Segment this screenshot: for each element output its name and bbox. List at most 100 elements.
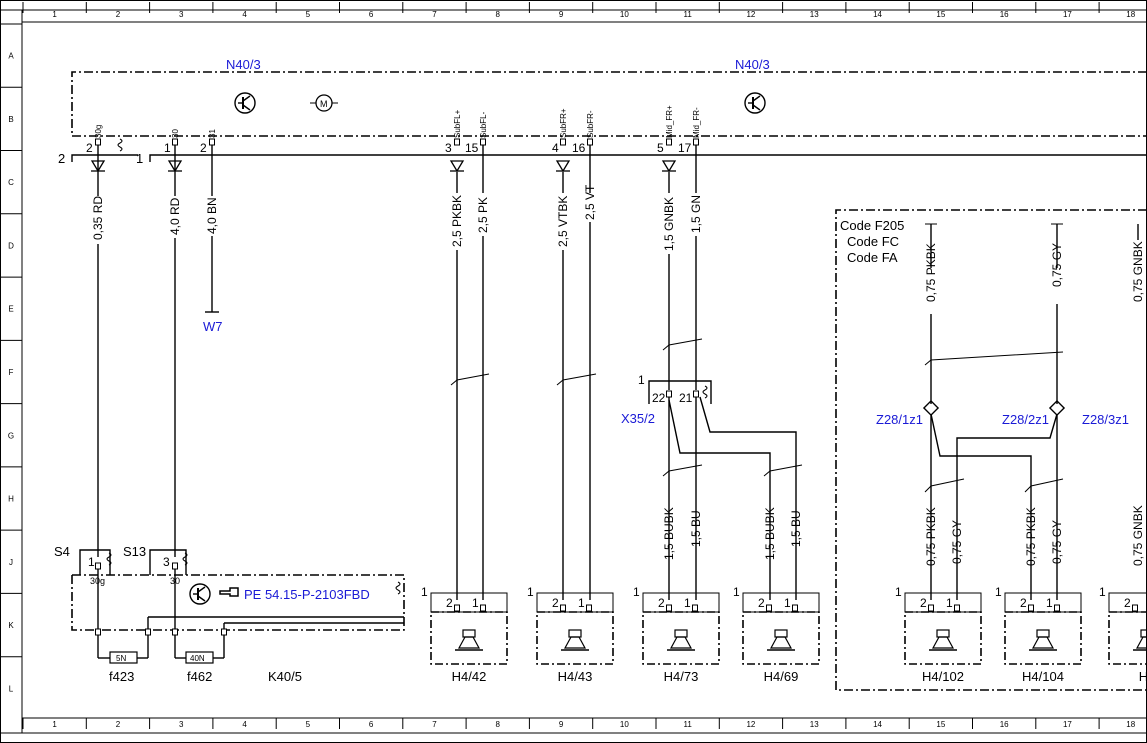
pin-name: SubFR- (586, 110, 595, 138)
wire-label: 1,5 BUBK (662, 507, 676, 560)
pin-number: 3 (163, 555, 170, 569)
pin-number: 2 (200, 141, 207, 155)
speaker-icon (666, 629, 696, 651)
pin-name: 30g (94, 125, 103, 138)
n40-label-left: N40/3 (226, 57, 261, 72)
pin-name: 31 (208, 129, 217, 138)
pin-name: Mid_FR- (692, 107, 701, 138)
w7-label: W7 (203, 319, 223, 334)
grid-column-label: 9 (559, 10, 564, 19)
wire-label: 1,5 GNBK (662, 197, 676, 251)
wire-label: 2,5 PK (476, 197, 490, 233)
pin-number: 22 (652, 391, 666, 405)
connector-number: 1 (995, 585, 1002, 599)
grid-column-label: 15 (936, 10, 945, 19)
z28-2-label: Z28/2z1 (1002, 412, 1049, 427)
pin-number: 1 (638, 373, 645, 387)
grid-column-label: 4 (242, 10, 247, 19)
pin-number: 1 (164, 141, 171, 155)
transistor-icon (189, 583, 211, 605)
wire-label: 0,75 GY (1050, 520, 1064, 564)
f423-label: f423 (109, 669, 134, 684)
pin-number: 2 (1124, 596, 1131, 610)
speaker-label: H4/73 (664, 669, 699, 684)
speaker-label: H4 (1139, 669, 1147, 684)
grid-column-label: 16 (1000, 10, 1009, 19)
grid-column-label: 8 (496, 720, 501, 729)
wire-label: 1,5 GN (689, 195, 703, 233)
code-label: Code FA (847, 250, 898, 265)
pin-number: 2 (86, 141, 93, 155)
speaker-label: H4/43 (558, 669, 593, 684)
pin-number: 15 (465, 141, 479, 155)
pin-number: 1 (784, 596, 791, 610)
wire-label: 2,5 VTBK (556, 196, 570, 247)
connector-number: 1 (895, 585, 902, 599)
pin-number: 2 (552, 596, 559, 610)
grid-row-label: A (8, 52, 14, 61)
grid-column-label: 3 (179, 10, 184, 19)
wire-label: 4,0 BN (205, 197, 219, 234)
grid-column-label: 14 (873, 720, 882, 729)
n40-label-right: N40/3 (735, 57, 770, 72)
connector-number: 1 (527, 585, 534, 599)
speaker-icon (928, 629, 958, 651)
speaker-icon (454, 629, 484, 651)
speaker-label: H4/104 (1022, 669, 1064, 684)
pin-number: 2 (920, 596, 927, 610)
grid-column-label: 9 (559, 720, 564, 729)
pin-number: 16 (572, 141, 586, 155)
grid-column-label: 1 (52, 720, 57, 729)
grid-column-label: 10 (620, 720, 629, 729)
wire-label: 0,75 GNBK (1131, 241, 1145, 302)
z28-3-label: Z28/3z1 (1082, 412, 1129, 427)
connector-number: 1 (733, 585, 740, 599)
grid-column-label: 13 (810, 10, 819, 19)
connector-pins (95, 138, 699, 152)
wire-label: 4,0 RD (168, 197, 182, 235)
grid-column-label: 8 (496, 10, 501, 19)
pin-name: 30g (90, 576, 105, 586)
pointing-hand-icon (219, 587, 239, 597)
grid-column-label: 17 (1063, 10, 1072, 19)
pin-number: 1 (946, 596, 953, 610)
k40-label: K40/5 (268, 669, 302, 684)
pin-name: Mid_FR+ (665, 105, 674, 138)
grid-column-label: 2 (116, 720, 121, 729)
speaker-icon (560, 629, 590, 651)
pin-number: 5 (657, 141, 664, 155)
wire-label: 0,75 GY (950, 520, 964, 564)
grid-column-label: 17 (1063, 720, 1072, 729)
grid-column-label: 1 (52, 10, 57, 19)
n40-unit-box (71, 71, 1147, 137)
grid-column-label: 18 (1126, 10, 1135, 19)
ground-arrow-icon (449, 160, 465, 172)
wire-label: 0,75 GNBK (1131, 505, 1145, 566)
pe-reference-link[interactable]: PE 54.15-P-2103FBD (244, 587, 370, 602)
speaker-label: H4/42 (452, 669, 487, 684)
pin-name: SubFL- (479, 111, 488, 138)
wire-label: 0,75 GY (1050, 243, 1064, 287)
wire-label: 1,5 BU (689, 510, 703, 547)
grid-column-label: 7 (432, 720, 437, 729)
code-box (835, 209, 1147, 691)
wire-label: 2,5 VT (583, 184, 597, 220)
grid-column-label: 7 (432, 10, 437, 19)
wire-label: 2,5 PKBK (450, 195, 464, 247)
grid-column-label: 13 (810, 720, 819, 729)
wire-label: 0,35 RD (91, 196, 105, 240)
grid-column-label: 14 (873, 10, 882, 19)
pin-number: 1 (1046, 596, 1053, 610)
pin-name: 30 (171, 129, 180, 138)
pin-number: 3 (445, 141, 452, 155)
s13-label: S13 (123, 544, 146, 559)
wire-label: 1,5 BUBK (763, 507, 777, 560)
connector-number: 1 (1099, 585, 1106, 599)
